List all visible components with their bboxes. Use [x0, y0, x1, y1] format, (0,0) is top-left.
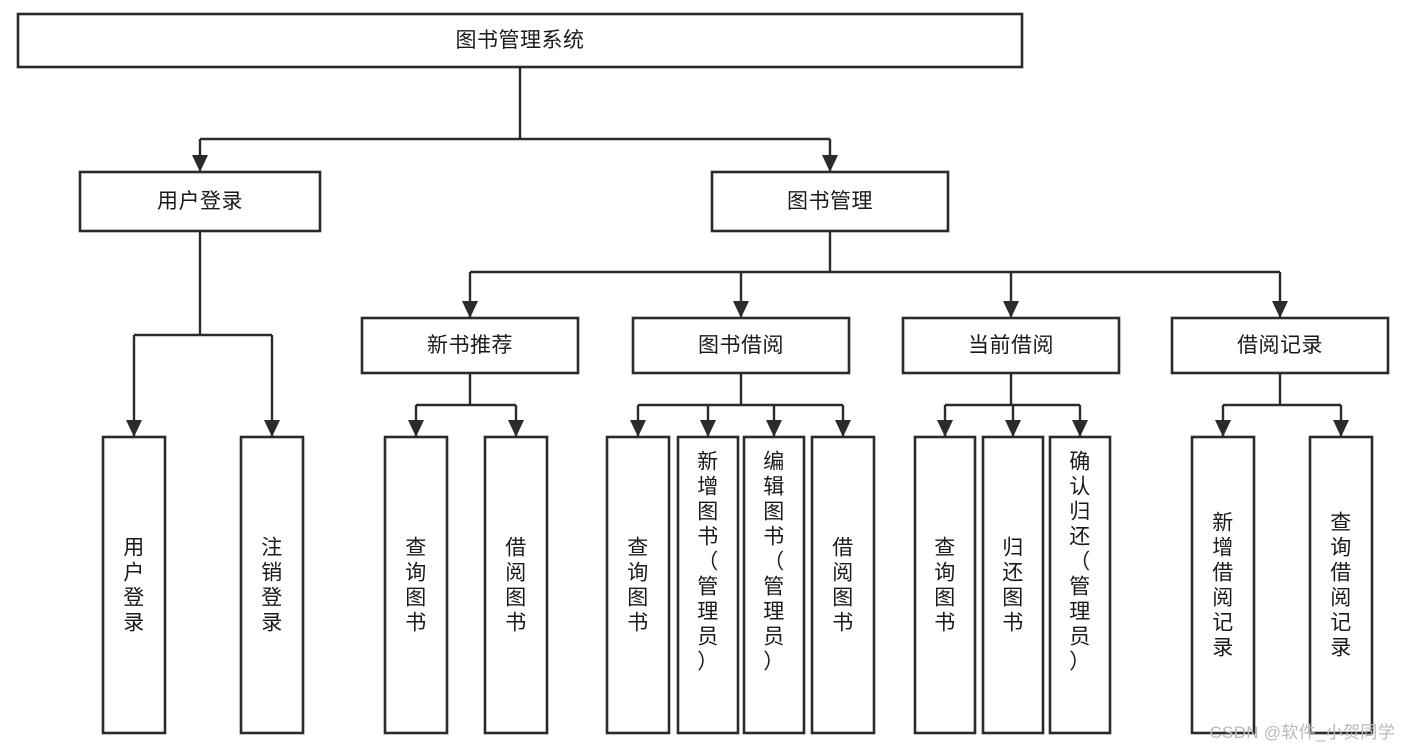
node-box[interactable]: [605, 435, 671, 735]
node-label: 确认归还（管理员）: [1069, 451, 1091, 674]
node-label: 归还图书: [1002, 537, 1024, 635]
arrow-head-icon: [1272, 301, 1288, 318]
node-box[interactable]: [16, 12, 1024, 69]
arrow-head-icon: [1215, 420, 1231, 437]
node-label: 查询借阅记录: [1330, 512, 1352, 660]
node-box[interactable]: [810, 435, 876, 735]
node-label: 新增借阅记录: [1212, 512, 1234, 660]
node-box[interactable]: [710, 170, 950, 233]
arrow-head-icon: [264, 420, 280, 437]
node-box[interactable]: [981, 435, 1045, 735]
node-box[interactable]: [913, 435, 977, 735]
node-label: 用户登录: [157, 190, 243, 213]
arrow-head-icon: [192, 155, 208, 172]
node-label: 注销登录: [261, 537, 283, 635]
node-leaf-query-record[interactable]: 查询借阅记录: [1308, 435, 1374, 735]
node-leaf-query-book-1[interactable]: 查询图书: [383, 435, 449, 735]
node-label: 图书管理: [787, 190, 873, 213]
node-box[interactable]: [676, 435, 740, 735]
node-label: 借阅图书: [832, 537, 854, 635]
node-box[interactable]: [631, 316, 851, 375]
arrow-head-icon: [508, 420, 524, 437]
node-leaf-add-record[interactable]: 新增借阅记录: [1190, 435, 1256, 735]
arrow-head-icon: [1005, 420, 1021, 437]
arrow-head-icon: [700, 420, 716, 437]
node-box[interactable]: [742, 435, 806, 735]
node-box[interactable]: [78, 170, 322, 233]
node-label: 查询图书: [627, 537, 649, 635]
arrow-head-icon: [835, 420, 851, 437]
node-box[interactable]: [383, 435, 449, 735]
node-label: 用户登录: [123, 537, 145, 635]
node-box[interactable]: [1190, 435, 1256, 735]
node-book-borrow[interactable]: 图书借阅: [631, 316, 851, 375]
node-box[interactable]: [239, 435, 305, 735]
node-label: 图书管理系统: [456, 29, 585, 52]
arrow-head-icon: [1003, 301, 1019, 318]
node-label: 新书推荐: [427, 334, 513, 357]
node-box[interactable]: [1308, 435, 1374, 735]
nodes-layer: 图书管理系统用户登录图书管理新书推荐图书借阅当前借阅借阅记录用户登录注销登录查询…: [16, 12, 1390, 735]
arrow-head-icon: [1333, 420, 1349, 437]
node-leaf-query-book-3[interactable]: 查询图书: [913, 435, 977, 735]
node-box[interactable]: [483, 435, 549, 735]
arrow-head-icon: [822, 155, 838, 172]
arrow-head-icon: [937, 420, 953, 437]
node-new-book-rec[interactable]: 新书推荐: [360, 316, 580, 375]
node-current-borrow[interactable]: 当前借阅: [901, 316, 1121, 375]
arrow-head-icon: [1072, 420, 1088, 437]
arrow-head-icon: [408, 420, 424, 437]
node-label: 新增图书（管理员）: [697, 451, 719, 674]
arrow-head-icon: [733, 301, 749, 318]
node-box[interactable]: [1048, 435, 1112, 735]
node-label: 借阅记录: [1237, 334, 1323, 357]
node-label: 图书借阅: [698, 334, 784, 357]
node-leaf-add-book[interactable]: 新增图书（管理员）: [676, 435, 740, 735]
node-leaf-edit-book[interactable]: 编辑图书（管理员）: [742, 435, 806, 735]
node-label: 查询图书: [405, 537, 427, 635]
csdn-watermark: CSDN @软件_小贺同学: [1209, 723, 1395, 742]
node-leaf-borrow-book-2[interactable]: 借阅图书: [810, 435, 876, 735]
node-user-login[interactable]: 用户登录: [78, 170, 322, 233]
connectors-layer: [126, 67, 1349, 437]
node-leaf-borrow-book-1[interactable]: 借阅图书: [483, 435, 549, 735]
arrow-head-icon: [126, 420, 142, 437]
node-leaf-query-book-2[interactable]: 查询图书: [605, 435, 671, 735]
node-borrow-record[interactable]: 借阅记录: [1170, 316, 1390, 375]
arrow-head-icon: [462, 301, 478, 318]
arrow-head-icon: [766, 420, 782, 437]
node-box[interactable]: [360, 316, 580, 375]
node-box[interactable]: [1170, 316, 1390, 375]
node-leaf-logout[interactable]: 注销登录: [239, 435, 305, 735]
node-box[interactable]: [901, 316, 1121, 375]
node-label: 当前借阅: [968, 334, 1054, 357]
node-label: 编辑图书（管理员）: [763, 451, 785, 674]
node-label: 查询图书: [934, 537, 956, 635]
node-root[interactable]: 图书管理系统: [16, 12, 1024, 69]
node-label: 借阅图书: [505, 537, 527, 635]
arrow-head-icon: [630, 420, 646, 437]
node-leaf-user-login[interactable]: 用户登录: [101, 435, 167, 735]
node-leaf-confirm-return[interactable]: 确认归还（管理员）: [1048, 435, 1112, 735]
node-book-mgmt[interactable]: 图书管理: [710, 170, 950, 233]
node-box[interactable]: [101, 435, 167, 735]
node-leaf-return-book[interactable]: 归还图书: [981, 435, 1045, 735]
